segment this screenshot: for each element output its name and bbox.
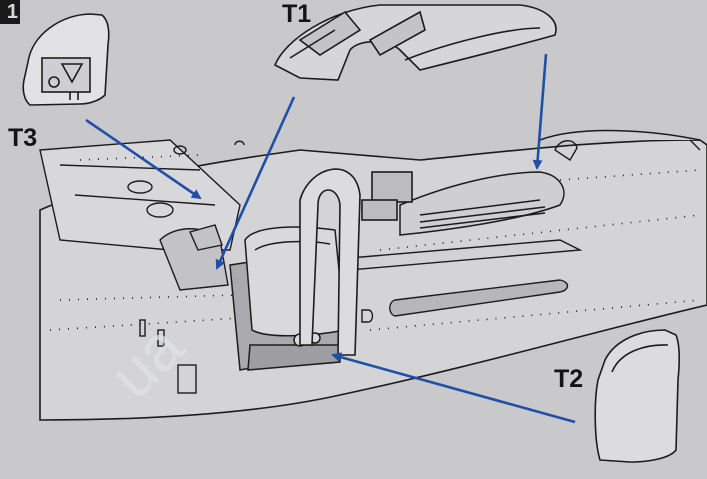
arrow-t1-to-cockpit	[215, 96, 296, 270]
part-t2	[594, 329, 681, 463]
rear-cockpit-shelf	[399, 129, 701, 236]
step-number-badge: 1	[0, 0, 20, 24]
label-t3: T3	[8, 124, 38, 152]
rivet-lines	[49, 154, 701, 331]
arrow-t3-to-panel	[85, 118, 202, 200]
label-t1: T1	[282, 0, 312, 28]
arrow-t1-to-rear	[532, 53, 548, 170]
small-marks	[234, 139, 701, 323]
rollover-frame	[299, 168, 413, 356]
label-t2: T2	[554, 365, 584, 393]
part-t3	[22, 13, 110, 106]
instrument-panel-area	[139, 224, 229, 394]
placement-arrows	[85, 53, 576, 424]
cockpit-interior	[229, 226, 346, 371]
fuselage-side-slot	[349, 239, 583, 317]
canopy-part-t1	[273, 4, 557, 81]
arrow-t2-to-cockpit	[331, 352, 576, 424]
